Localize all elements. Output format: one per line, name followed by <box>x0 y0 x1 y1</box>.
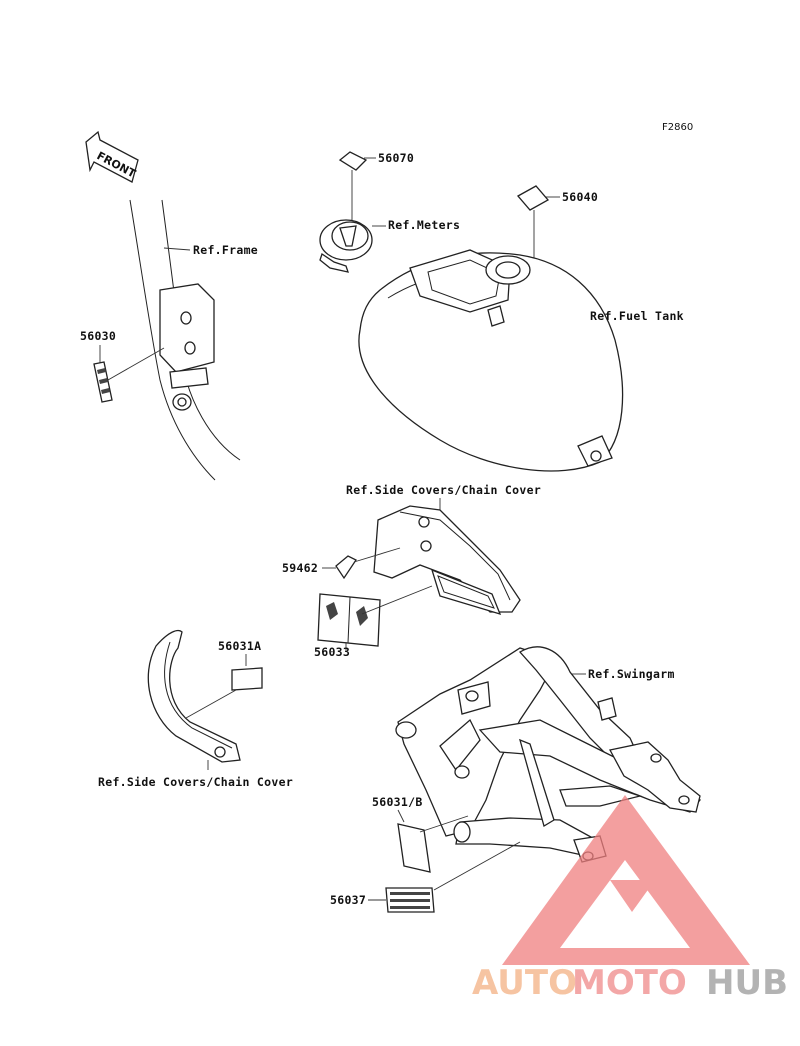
part-number-56040: 56040 <box>562 190 598 204</box>
watermark-part3: HUB <box>706 963 788 1003</box>
ref-meters-label: Ref.Meters <box>388 218 460 232</box>
part-number-59462: 59462 <box>282 561 318 575</box>
part-number-56037: 56037 <box>330 893 366 907</box>
side-cover-middle <box>373 505 521 616</box>
watermark-part1: AUTO <box>472 963 577 1003</box>
sticker-59462 <box>335 555 357 580</box>
sticker-56040 <box>516 185 550 211</box>
ref-swingarm-label: Ref.Swingarm <box>588 667 675 681</box>
sticker-56031B <box>397 823 431 873</box>
ref-side-covers-bottom-label: Ref.Side Covers/Chain Cover <box>98 775 293 789</box>
watermark-part2: MOTO <box>572 963 687 1003</box>
sticker-56033 <box>317 593 381 647</box>
sticker-56070 <box>338 151 368 171</box>
figure-code: F2860 <box>662 122 693 133</box>
side-cover-lower-left <box>147 629 241 763</box>
part-number-56033: 56033 <box>314 645 350 659</box>
ref-side-covers-top-label: Ref.Side Covers/Chain Cover <box>346 483 541 497</box>
ref-fuel-tank-label: Ref.Fuel Tank <box>590 309 684 323</box>
part-number-56031B: 56031/B <box>372 795 423 809</box>
front-arrow-icon: FRONT <box>85 130 139 183</box>
sticker-56037 <box>385 887 435 913</box>
ref-frame-label: Ref.Frame <box>193 243 258 257</box>
part-number-56030: 56030 <box>80 329 116 343</box>
frame-tube <box>129 199 241 481</box>
fuel-tank <box>358 249 624 472</box>
part-number-56031A: 56031A <box>218 639 261 653</box>
watermark-triangle-icon <box>502 795 750 965</box>
part-number-56070: 56070 <box>378 151 414 165</box>
meter-unit <box>319 219 373 273</box>
automotohub-watermark: AUTO MOTO HUB <box>472 795 788 1003</box>
sticker-56031A <box>231 667 263 691</box>
